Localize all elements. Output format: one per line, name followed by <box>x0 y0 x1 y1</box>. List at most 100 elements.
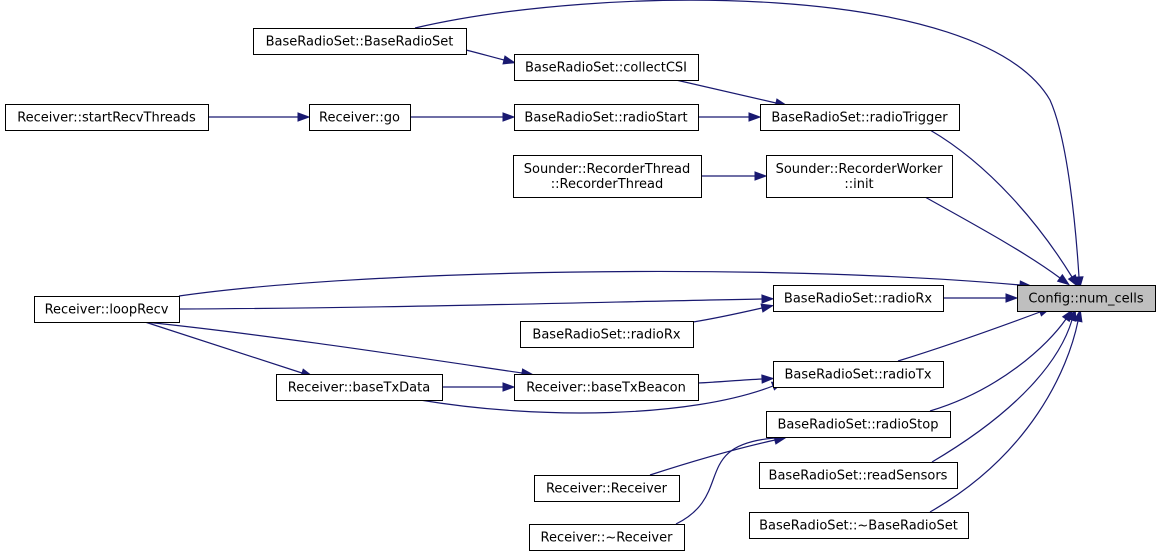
edge-recthread-to-recworker <box>701 171 768 181</box>
node-label: BaseRadioSet::radioTx <box>784 368 931 383</box>
node-label: BaseRadioSet::radioTrigger <box>771 111 948 126</box>
node-box <box>773 361 944 388</box>
node-box <box>534 475 680 502</box>
node-box <box>513 155 702 198</box>
node-radiostop[interactable]: BaseRadioSet::radioStop <box>766 411 951 438</box>
arrowhead-icon <box>1067 308 1077 322</box>
arrowhead-icon <box>1073 308 1083 323</box>
node-startrecv[interactable]: Receiver::startRecvThreads <box>5 104 209 131</box>
node-recworker[interactable]: Sounder::RecorderWorker::init <box>766 155 953 198</box>
edge-brs_dtor-to-root <box>929 308 1083 513</box>
node-basetxbeacon[interactable]: Receiver::baseTxBeacon <box>514 374 699 401</box>
node-root[interactable]: Config::num_cells <box>1017 285 1156 312</box>
edge-line <box>178 270 1021 297</box>
edge-line <box>649 439 776 476</box>
node-label: Receiver::Receiver <box>546 482 668 497</box>
edge-go-to-radiostart <box>410 112 516 122</box>
edge-looprecv-to-basetxbeacon <box>144 321 535 378</box>
edge-trigger-to-root <box>929 129 1079 288</box>
node-radiostart[interactable]: BaseRadioSet::radioStart <box>514 104 699 131</box>
node-readsensors[interactable]: BaseRadioSet::readSensors <box>759 462 958 489</box>
edge-readsensors-to-root <box>931 308 1077 463</box>
arrowhead-icon <box>502 382 516 392</box>
node-box <box>520 321 694 348</box>
edge-line <box>419 385 774 414</box>
edge-line <box>178 298 763 310</box>
node-go[interactable]: Receiver::go <box>309 104 411 131</box>
node-brs-ctor[interactable]: BaseRadioSet::BaseRadioSet <box>253 28 467 55</box>
node-box <box>760 104 960 131</box>
node-label: Config::num_cells <box>1028 292 1143 307</box>
node-box <box>766 155 953 198</box>
edge-basetxbeacon-to-radiotx <box>697 374 775 384</box>
node-label: BaseRadioSet::readSensors <box>769 469 948 484</box>
node-collect[interactable]: BaseRadioSet::collectCSI <box>514 54 699 81</box>
edge-radiotx-to-root <box>897 307 1052 362</box>
node-label: BaseRadioSet::radioStart <box>524 111 687 126</box>
node-recthread[interactable]: Sounder::RecorderThread::RecorderThread <box>513 155 702 198</box>
arrowhead-icon <box>502 112 516 122</box>
edge-looprecv-to-radiorx1 <box>178 294 775 310</box>
edge-radiostop-to-root <box>929 308 1074 412</box>
edge-radiostart-to-trigger <box>698 112 762 122</box>
node-label: BaseRadioSet::BaseRadioSet <box>266 35 454 50</box>
node-label: Sounder::RecorderWorker <box>776 162 944 177</box>
edge-line <box>675 437 776 525</box>
node-label: Receiver::startRecvThreads <box>17 111 196 126</box>
node-trigger[interactable]: BaseRadioSet::radioTrigger <box>760 104 960 131</box>
arrowhead-icon <box>1005 293 1019 303</box>
node-box <box>514 104 699 131</box>
node-label: Sounder::RecorderThread <box>524 162 691 177</box>
edge-basetxdata-to-basetxbeacon <box>442 382 516 392</box>
edge-line <box>675 79 777 104</box>
node-box <box>253 28 467 55</box>
arrowhead-icon <box>761 294 775 304</box>
node-box <box>5 104 209 131</box>
edge-looprecv-to-basetxdata <box>144 321 314 378</box>
node-label: BaseRadioSet::~BaseRadioSet <box>759 519 958 534</box>
edge-line <box>924 196 1061 279</box>
arrowhead-icon <box>760 303 775 313</box>
node-box <box>309 104 411 131</box>
node-box <box>773 285 944 312</box>
node-box <box>1017 285 1156 312</box>
node-label: BaseRadioSet::radioStop <box>778 418 939 433</box>
node-label: BaseRadioSet::radioRx <box>532 328 680 343</box>
edge-radiorx2-to-radiorx1 <box>692 303 775 323</box>
node-box <box>749 512 969 539</box>
node-looprecv[interactable]: Receiver::loopRecv <box>34 296 180 323</box>
arrowhead-icon <box>754 171 768 181</box>
edge-line <box>697 378 763 384</box>
arrowhead-icon <box>1056 273 1071 286</box>
node-receiver-dtor[interactable]: Receiver::~Receiver <box>529 524 685 551</box>
node-radiotx[interactable]: BaseRadioSet::radioTx <box>773 361 944 388</box>
edge-line <box>465 49 505 61</box>
edge-startrecv-to-go <box>208 112 311 122</box>
edge-collect-to-trigger <box>675 79 789 108</box>
edge-radiorx1-to-root <box>943 293 1019 303</box>
node-radiorx2[interactable]: BaseRadioSet::radioRx <box>520 321 694 348</box>
node-label: Receiver::baseTxBeacon <box>526 381 686 396</box>
edge-line <box>144 321 523 374</box>
node-box <box>759 462 958 489</box>
node-receiver-ctor[interactable]: Receiver::Receiver <box>534 475 680 502</box>
node-brs-dtor[interactable]: BaseRadioSet::~BaseRadioSet <box>749 512 969 539</box>
arrowhead-icon <box>1067 274 1079 288</box>
node-box <box>514 374 699 401</box>
node-box <box>514 54 699 81</box>
edge-line <box>929 320 1079 513</box>
edge-line <box>692 307 763 323</box>
node-label: ::RecorderThread <box>551 177 663 192</box>
node-label: Receiver::go <box>319 111 400 126</box>
node-box <box>529 524 685 551</box>
edge-line <box>931 319 1073 463</box>
node-label: ::init <box>844 177 873 192</box>
edge-line <box>414 0 1080 278</box>
node-basetxdata[interactable]: Receiver::baseTxData <box>276 374 443 401</box>
node-box <box>276 374 443 401</box>
node-label: BaseRadioSet::radioRx <box>784 292 932 307</box>
edge-brs_ctor-to-collect <box>465 49 517 65</box>
node-label: Receiver::~Receiver <box>541 531 674 546</box>
node-radiorx1[interactable]: BaseRadioSet::radioRx <box>773 285 944 312</box>
